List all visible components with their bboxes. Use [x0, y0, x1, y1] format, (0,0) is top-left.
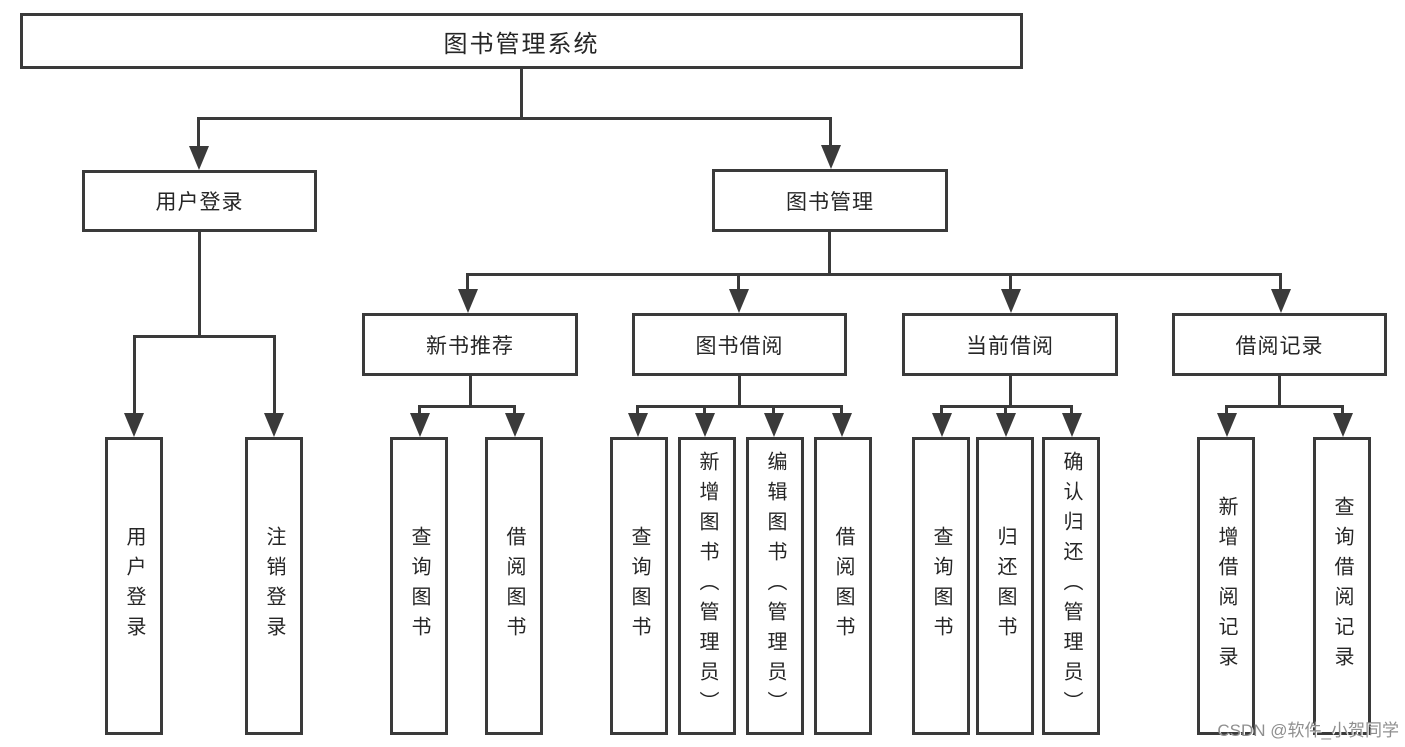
connector-hline	[1225, 405, 1344, 408]
arrow-down-icon	[695, 413, 715, 437]
leaf-add-books-admin: 新增图书（管理员）	[678, 437, 736, 735]
connector-vline	[772, 405, 775, 415]
arrow-down-icon	[628, 413, 648, 437]
arrow-down-icon	[1062, 413, 1082, 437]
connector-vline	[1225, 405, 1228, 415]
leaf-borrow-books: 借阅图书	[814, 437, 872, 735]
leaf-label: 查询图书	[628, 526, 650, 646]
watermark-text: CSDN @软件_小贺同学	[1217, 721, 1399, 740]
leaf-label: 注销登录	[263, 526, 285, 646]
arrow-down-icon	[729, 289, 749, 313]
node-label: 图书管理系统	[443, 30, 600, 58]
connector-vline	[636, 405, 639, 415]
leaf-label: 新增借阅记录	[1215, 496, 1237, 676]
connector-vline	[466, 273, 469, 291]
leaf-query-books-borrowing: 查询图书	[610, 437, 668, 735]
connector-hline	[418, 405, 516, 408]
arrow-down-icon	[458, 289, 478, 313]
arrow-down-icon	[264, 413, 284, 437]
node-user-login: 用户登录	[82, 170, 317, 232]
connector-vline	[1070, 405, 1073, 415]
arrow-down-icon	[932, 413, 952, 437]
arrow-down-icon	[189, 146, 209, 170]
connector-vline	[737, 273, 740, 291]
leaf-add-borrow-record: 新增借阅记录	[1197, 437, 1255, 735]
leaf-query-books-current: 查询图书	[912, 437, 970, 735]
leaf-label: 新增图书（管理员）	[696, 451, 718, 721]
arrow-down-icon	[505, 413, 525, 437]
arrow-down-icon	[1217, 413, 1237, 437]
connector-vline	[520, 69, 523, 119]
arrow-down-icon	[124, 413, 144, 437]
connector-vline	[738, 376, 741, 407]
connector-vline	[1341, 405, 1344, 415]
node-label: 图书借阅	[695, 334, 784, 358]
leaf-logout-login: 注销登录	[245, 437, 303, 735]
leaf-label: 用户登录	[123, 526, 145, 646]
arrow-down-icon	[996, 413, 1016, 437]
leaf-return-books: 归还图书	[976, 437, 1034, 735]
connector-vline	[828, 232, 831, 274]
node-label: 新书推荐	[426, 334, 514, 358]
leaf-confirm-return-admin: 确认归还（管理员）	[1042, 437, 1100, 735]
connector-vline	[197, 117, 200, 149]
leaf-edit-books-admin: 编辑图书（管理员）	[746, 437, 804, 735]
connector-vline	[1278, 376, 1281, 407]
leaf-label: 归还图书	[994, 526, 1016, 646]
connector-vline	[1009, 376, 1012, 407]
node-label: 当前借阅	[966, 334, 1054, 358]
node-label: 用户登录	[155, 191, 244, 214]
leaf-label: 借阅图书	[832, 526, 854, 646]
arrow-down-icon	[1001, 289, 1021, 313]
connector-vline	[273, 335, 276, 415]
connector-vline	[829, 117, 832, 148]
leaf-label: 借阅图书	[503, 526, 525, 646]
leaf-label: 查询图书	[408, 526, 430, 646]
leaf-label: 确认归还（管理员）	[1060, 451, 1082, 721]
connector-vline	[418, 405, 421, 415]
leaf-label: 查询图书	[930, 526, 952, 646]
node-label: 借阅记录	[1235, 334, 1324, 358]
connector-hline	[636, 405, 843, 408]
connector-hline	[197, 117, 832, 120]
connector-vline	[1004, 405, 1007, 415]
connector-vline	[513, 405, 516, 415]
arrow-down-icon	[1271, 289, 1291, 313]
leaf-label: 查询借阅记录	[1331, 496, 1353, 676]
node-current-borrowing: 当前借阅	[902, 313, 1118, 376]
leaf-label: 编辑图书（管理员）	[764, 451, 786, 721]
arrow-down-icon	[764, 413, 784, 437]
connector-hline	[133, 335, 276, 338]
node-borrowing-records: 借阅记录	[1172, 313, 1387, 376]
connector-vline	[469, 376, 472, 407]
connector-vline	[940, 405, 943, 415]
node-book-management: 图书管理	[712, 169, 948, 232]
arrow-down-icon	[821, 145, 841, 169]
arrow-down-icon	[410, 413, 430, 437]
node-library-management-system: 图书管理系统	[20, 13, 1023, 69]
connector-hline	[466, 273, 1282, 276]
node-label: 图书管理	[786, 190, 874, 214]
connector-vline	[1009, 273, 1012, 291]
leaf-user-login: 用户登录	[105, 437, 163, 735]
node-new-book-recommend: 新书推荐	[362, 313, 578, 376]
leaf-borrow-books-recommend: 借阅图书	[485, 437, 543, 735]
node-book-borrowing: 图书借阅	[632, 313, 847, 376]
connector-vline	[840, 405, 843, 415]
connector-vline	[703, 405, 706, 415]
connector-vline	[198, 232, 201, 336]
leaf-query-books-recommend: 查询图书	[390, 437, 448, 735]
arrow-down-icon	[1333, 413, 1353, 437]
connector-vline	[133, 335, 136, 415]
leaf-query-borrow-record: 查询借阅记录	[1313, 437, 1371, 735]
arrow-down-icon	[832, 413, 852, 437]
connector-vline	[1279, 273, 1282, 291]
